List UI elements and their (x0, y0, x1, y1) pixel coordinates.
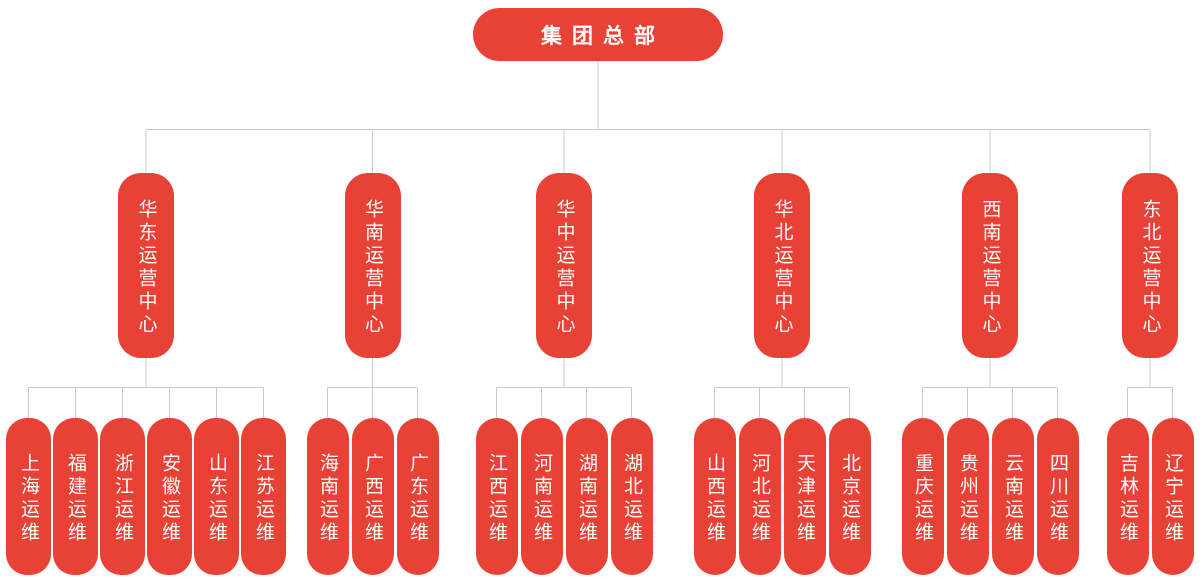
branch-node-3-label: 华中运营中心 (553, 198, 575, 337)
leaf-node-5-4[interactable]: 四川运维 (1036, 418, 1079, 575)
leaf-node-5-4-label: 四川运维 (1047, 452, 1068, 545)
leaf-node-3-3[interactable]: 湖南运维 (565, 418, 608, 575)
leaf-node-4-2-label: 河北运维 (749, 452, 770, 545)
branch-node-2[interactable]: 华南运营中心 (344, 173, 401, 358)
branch-node-1-label: 华东运营中心 (135, 198, 157, 337)
leaf-node-5-2-label: 贵州运维 (957, 452, 978, 545)
leaf-node-4-3[interactable]: 天津运维 (783, 418, 826, 575)
leaf-node-6-2-label: 辽宁运维 (1162, 452, 1183, 545)
leaf-node-2-2[interactable]: 广西运维 (351, 418, 394, 575)
branch-node-4[interactable]: 华北运营中心 (754, 173, 810, 358)
leaf-node-1-6-label: 江苏运维 (253, 452, 274, 545)
branch-node-6-label: 东北运营中心 (1139, 198, 1161, 337)
org-node-root[interactable]: 集团总部 (473, 8, 723, 61)
leaf-node-4-4[interactable]: 北京运维 (828, 418, 871, 575)
leaf-node-5-1-label: 重庆运维 (912, 452, 933, 545)
branch-node-5-label: 西南运营中心 (979, 198, 1001, 337)
leaf-node-1-5-label: 山东运维 (206, 452, 227, 545)
leaf-node-1-4-label: 安徽运维 (159, 452, 180, 545)
branch-node-2-label: 华南运营中心 (362, 198, 383, 337)
leaf-node-6-1-label: 吉林运维 (1117, 452, 1138, 545)
leaf-node-1-2[interactable]: 福建运维 (53, 418, 98, 575)
leaf-node-2-3-label: 广东运维 (407, 452, 428, 545)
leaf-node-5-2[interactable]: 贵州运维 (946, 418, 989, 575)
leaf-node-5-3-label: 云南运维 (1002, 452, 1023, 545)
leaf-node-5-3[interactable]: 云南运维 (991, 418, 1034, 575)
leaf-node-3-4[interactable]: 湖北运维 (610, 418, 653, 575)
leaf-node-1-6[interactable]: 江苏运维 (241, 418, 286, 575)
leaf-node-3-4-label: 湖北运维 (621, 452, 642, 545)
branch-node-4-label: 华北运营中心 (771, 198, 793, 337)
leaf-node-2-2-label: 广西运维 (362, 452, 383, 545)
branch-node-1[interactable]: 华东运营中心 (118, 173, 174, 358)
branch-node-3[interactable]: 华中运营中心 (536, 173, 592, 358)
leaf-node-1-3[interactable]: 浙江运维 (100, 418, 145, 575)
leaf-node-3-1-label: 江西运维 (486, 452, 507, 545)
leaf-node-3-3-label: 湖南运维 (576, 452, 597, 545)
connector-path (28, 61, 1173, 418)
leaf-node-4-2[interactable]: 河北运维 (738, 418, 781, 575)
leaf-node-6-2[interactable]: 辽宁运维 (1151, 418, 1194, 575)
leaf-node-1-4[interactable]: 安徽运维 (147, 418, 192, 575)
leaf-node-4-4-label: 北京运维 (839, 452, 860, 545)
leaf-node-1-2-label: 福建运维 (65, 452, 86, 545)
leaf-node-3-2-label: 河南运维 (531, 452, 552, 545)
branch-node-5[interactable]: 西南运营中心 (962, 173, 1018, 358)
branch-node-6[interactable]: 东北运营中心 (1122, 173, 1178, 358)
leaf-node-4-1[interactable]: 山西运维 (693, 418, 736, 575)
leaf-node-4-3-label: 天津运维 (794, 452, 815, 545)
leaf-node-6-1[interactable]: 吉林运维 (1106, 418, 1149, 575)
leaf-node-3-2[interactable]: 河南运维 (520, 418, 563, 575)
leaf-node-2-1-label: 海南运维 (317, 452, 338, 545)
leaf-node-3-1[interactable]: 江西运维 (475, 418, 518, 575)
leaf-node-5-1[interactable]: 重庆运维 (901, 418, 944, 575)
leaf-node-4-1-label: 山西运维 (704, 452, 725, 545)
leaf-node-1-3-label: 浙江运维 (112, 452, 133, 545)
leaf-node-2-3[interactable]: 广东运维 (396, 418, 439, 575)
org-node-root-label: 集团总部 (541, 24, 665, 48)
leaf-node-1-1[interactable]: 上海运维 (6, 418, 51, 575)
leaf-node-1-5[interactable]: 山东运维 (194, 418, 239, 575)
leaf-node-1-1-label: 上海运维 (18, 452, 39, 545)
leaf-node-2-1[interactable]: 海南运维 (306, 418, 349, 575)
